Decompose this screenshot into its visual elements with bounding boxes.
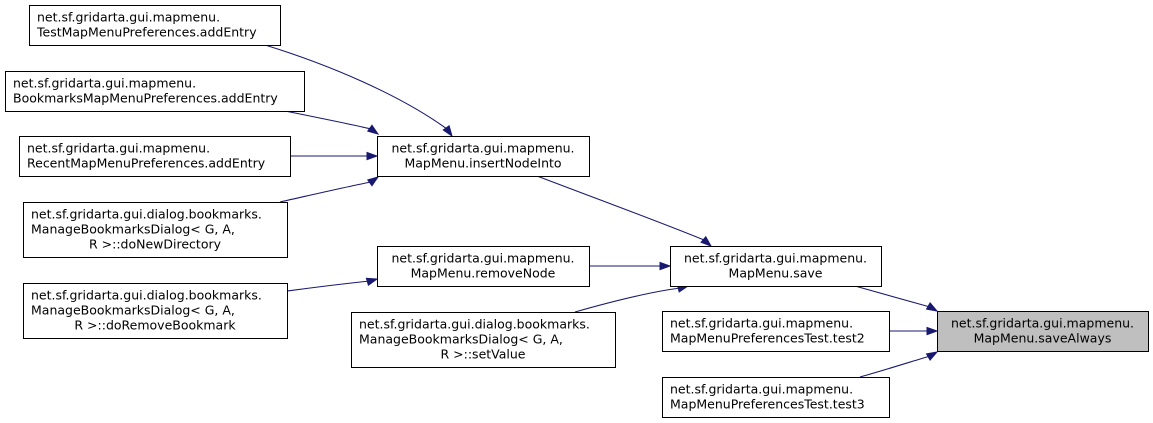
edge-bookmarks-add-to-insert-node [284, 110, 380, 135]
node-label-line: RecentMapMenuPreferences.addEntry [27, 156, 266, 171]
node-label-line: MapMenuPreferencesTest.test3 [670, 397, 865, 412]
node-label-line: R >::doRemoveBookmark [74, 318, 236, 333]
arrowhead-icon [442, 124, 453, 138]
edge-line [284, 110, 372, 130]
node-test-add[interactable]: net.sf.gridarta.gui.mapmenu.TestMapMenuP… [29, 5, 281, 46]
node-do-remove-bm[interactable]: net.sf.gridarta.gui.dialog.bookmarks.Man… [23, 283, 288, 339]
node-label-line: BookmarksMapMenuPreferences.addEntry [13, 91, 278, 106]
node-box [937, 311, 1149, 352]
node-box [23, 202, 288, 258]
node-box [351, 312, 616, 368]
node-set-value[interactable]: net.sf.gridarta.gui.dialog.bookmarks.Man… [351, 312, 616, 368]
node-label-line: MapMenu.removeNode [411, 266, 556, 281]
node-label-line: net.sf.gridarta.gui.dialog.bookmarks. [359, 317, 590, 332]
node-label-line: ManageBookmarksDialog< G, A, [31, 222, 235, 237]
node-label-line: net.sf.gridarta.gui.mapmenu. [684, 251, 867, 266]
node-test2[interactable]: net.sf.gridarta.gui.mapmenu.MapMenuPrefe… [662, 311, 890, 352]
node-box [377, 246, 590, 287]
node-box [19, 136, 291, 177]
node-label-line: net.sf.gridarta.gui.mapmenu. [670, 382, 853, 397]
node-box [670, 246, 882, 287]
arrowhead-icon [365, 277, 379, 287]
node-box [662, 311, 890, 352]
edge-line [286, 280, 371, 292]
node-label-line: net.sf.gridarta.gui.mapmenu. [391, 251, 574, 266]
arrowhead-icon [700, 235, 713, 247]
node-box [377, 136, 590, 177]
node-label-line: net.sf.gridarta.gui.mapmenu. [13, 76, 196, 91]
edge-line [264, 44, 448, 130]
node-bookmarks-add[interactable]: net.sf.gridarta.gui.mapmenu.BookmarksMap… [5, 71, 305, 112]
node-label-line: net.sf.gridarta.gui.mapmenu. [391, 141, 574, 156]
node-recent-add[interactable]: net.sf.gridarta.gui.mapmenu.RecentMapMen… [19, 136, 291, 177]
node-label-line: MapMenu.insertNodeInto [404, 156, 561, 171]
node-label-line: ManageBookmarksDialog< G, A, [31, 303, 235, 318]
node-label-line: ManageBookmarksDialog< G, A, [359, 332, 563, 347]
node-label-line: R >::setValue [441, 347, 526, 362]
node-label-line: net.sf.gridarta.gui.mapmenu. [951, 316, 1134, 331]
arrowhead-icon [925, 351, 939, 361]
arrowhead-icon [366, 151, 379, 161]
edge-test2-to-save-always [889, 326, 939, 336]
node-label-line: TestMapMenuPreferences.addEntry [36, 25, 257, 40]
node-box [662, 377, 890, 418]
arrowhead-icon [366, 124, 380, 135]
edge-insert-node-to-save [536, 175, 713, 247]
arrowhead-icon [926, 326, 939, 336]
edge-recent-add-to-insert-node [290, 151, 379, 161]
edge-set-value-to-save [574, 284, 690, 313]
node-label-line: net.sf.gridarta.gui.dialog.bookmarks. [31, 288, 262, 303]
node-insert-node[interactable]: net.sf.gridarta.gui.mapmenu.MapMenu.inse… [377, 136, 590, 177]
node-box [5, 71, 305, 112]
node-label-line: net.sf.gridarta.gui.mapmenu. [670, 316, 853, 331]
edge-line [854, 285, 931, 308]
node-label-line: MapMenu.save [729, 266, 823, 281]
node-label-line: net.sf.gridarta.gui.dialog.bookmarks. [31, 207, 262, 222]
node-label-line: MapMenuPreferencesTest.test2 [670, 331, 865, 346]
edge-line [536, 175, 705, 241]
edge-save-to-save-always [854, 285, 939, 312]
node-label-line: net.sf.gridarta.gui.mapmenu. [37, 10, 220, 25]
nodes-layer: net.sf.gridarta.gui.mapmenu.TestMapMenuP… [5, 5, 1149, 418]
edge-remove-node-to-save [589, 261, 672, 271]
arrowhead-icon [366, 176, 380, 187]
edge-test-add-to-insert-node [264, 44, 453, 138]
node-box [23, 283, 288, 339]
edge-do-new-dir-to-insert-node [279, 176, 380, 203]
node-label-line: R >::doNewDirectory [89, 237, 222, 252]
edge-test3-to-save-always [859, 351, 939, 378]
edge-line [279, 181, 372, 203]
node-do-new-dir[interactable]: net.sf.gridarta.gui.dialog.bookmarks.Man… [23, 202, 288, 258]
node-test3[interactable]: net.sf.gridarta.gui.mapmenu.MapMenuPrefe… [662, 377, 890, 418]
arrowhead-icon [659, 261, 672, 271]
node-label-line: MapMenu.saveAlways [974, 331, 1112, 346]
node-save[interactable]: net.sf.gridarta.gui.mapmenu.MapMenu.save [670, 246, 882, 287]
edge-do-remove-bm-to-remove-node [286, 277, 379, 292]
edge-line [574, 287, 681, 313]
arrowhead-icon [925, 302, 939, 312]
node-label-line: net.sf.gridarta.gui.mapmenu. [27, 141, 210, 156]
edge-line [859, 355, 931, 378]
node-save-always: net.sf.gridarta.gui.mapmenu.MapMenu.save… [937, 311, 1149, 352]
node-remove-node[interactable]: net.sf.gridarta.gui.mapmenu.MapMenu.remo… [377, 246, 590, 287]
node-box [29, 5, 281, 46]
